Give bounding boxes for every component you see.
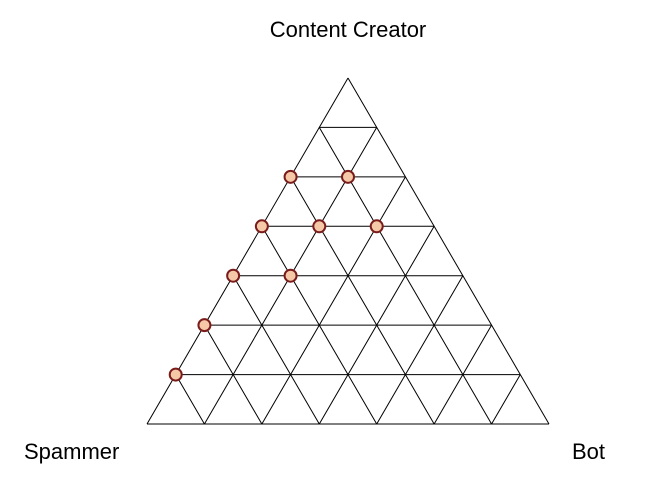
data-point <box>254 219 269 234</box>
data-point <box>369 219 384 234</box>
data-point <box>341 169 355 184</box>
grid-line-right <box>318 226 435 425</box>
grid-line-left <box>261 226 378 425</box>
corner-label-right: Bot <box>572 439 605 464</box>
data-point <box>283 268 298 283</box>
data-point <box>197 318 212 333</box>
grid-line-right <box>491 374 521 425</box>
grid-line-left <box>203 324 263 425</box>
grid-layer <box>146 77 550 425</box>
grid-line-left <box>290 176 435 425</box>
grid-line-right <box>146 77 349 425</box>
grid-line-right <box>433 324 493 425</box>
grid-line-left <box>232 275 320 425</box>
corner-label-left: Spammer <box>24 439 119 464</box>
points-layer <box>168 169 384 382</box>
data-point <box>283 169 298 184</box>
data-point <box>168 367 183 382</box>
corner-label-top: Content Creator <box>270 17 427 42</box>
grid-line-left <box>347 77 550 425</box>
data-point <box>312 219 327 234</box>
grid-line-right <box>261 176 406 425</box>
data-point <box>226 268 241 283</box>
grid-line-left <box>175 374 205 425</box>
grid-line-right <box>376 275 464 425</box>
